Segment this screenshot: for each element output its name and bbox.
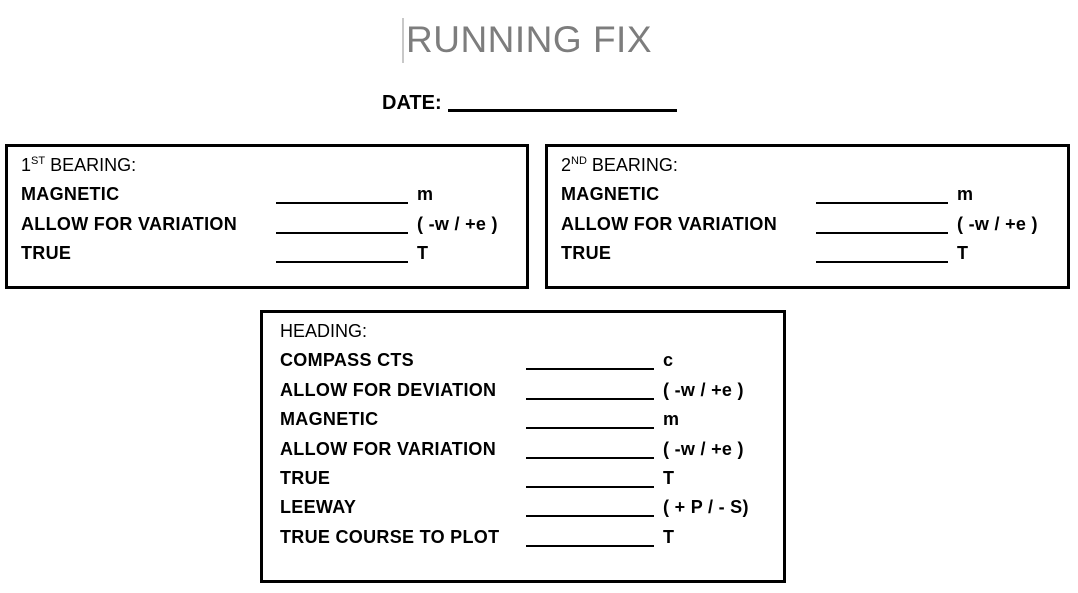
blank-line[interactable] (816, 261, 948, 264)
unit-suffix: T (417, 243, 429, 264)
field-label: MAGNETIC (21, 184, 120, 205)
unit-suffix: ( -w / +e ) (957, 213, 1038, 234)
field-label: MAGNETIC (280, 409, 379, 430)
field-row: ALLOW FOR VARIATION ( -w / +e ) (561, 210, 1067, 239)
field-row: LEEWAY ( + P / - S) (280, 493, 783, 522)
field-row: ALLOW FOR VARIATION ( -w / +e ) (280, 435, 783, 464)
field-row: MAGNETIC m (280, 405, 783, 434)
date-line: DATE: (382, 92, 677, 115)
unit-suffix: ( -w / +e ) (417, 213, 498, 234)
date-label: DATE: (382, 92, 442, 114)
field-label: COMPASS CTS (280, 350, 414, 371)
blank-line[interactable] (276, 202, 408, 205)
blank-line[interactable] (526, 368, 654, 371)
unit-suffix: ( -w / +e ) (663, 379, 744, 400)
field-label: LEEWAY (280, 497, 357, 518)
heading-box: HEADING: COMPASS CTS c ALLOW FOR DEVIATI… (260, 310, 786, 583)
field-row: COMPASS CTS c (280, 346, 783, 375)
unit-suffix: m (957, 184, 974, 205)
blank-line[interactable] (816, 202, 948, 205)
box-title-text: BEARING: (586, 155, 678, 175)
field-label: ALLOW FOR VARIATION (21, 213, 238, 234)
unit-suffix: ( -w / +e ) (663, 438, 744, 459)
text-cursor (402, 18, 404, 63)
box-title-ordinal: ST (31, 155, 46, 167)
field-row: TRUE T (280, 464, 783, 493)
second-bearing-box-title: 2ND BEARING: (561, 151, 1067, 180)
blank-line[interactable] (526, 427, 654, 430)
blank-line[interactable] (526, 397, 654, 400)
field-row: MAGNETIC m (561, 180, 1067, 209)
blank-line[interactable] (526, 544, 654, 547)
blank-line[interactable] (276, 261, 408, 264)
unit-suffix: m (417, 184, 434, 205)
field-label: TRUE COURSE TO PLOT (280, 526, 500, 547)
field-label: MAGNETIC (561, 184, 660, 205)
unit-suffix: ( + P / - S) (663, 497, 749, 518)
field-label: ALLOW FOR VARIATION (280, 438, 497, 459)
unit-suffix: T (663, 526, 675, 547)
blank-line[interactable] (276, 231, 408, 234)
second-bearing-box: 2ND BEARING: MAGNETIC m ALLOW FOR VARIAT… (545, 144, 1070, 289)
unit-suffix: m (663, 409, 680, 430)
box-title-number: 1 (21, 155, 32, 175)
date-blank-line[interactable] (447, 109, 677, 112)
field-row: ALLOW FOR DEVIATION ( -w / +e ) (280, 376, 783, 405)
field-row: TRUE T (21, 239, 526, 268)
field-row: TRUE COURSE TO PLOT T (280, 523, 783, 552)
blank-line[interactable] (526, 485, 654, 488)
field-label: ALLOW FOR DEVIATION (280, 379, 497, 400)
document-title: RUNNING FIX (406, 19, 652, 60)
unit-suffix: T (957, 243, 969, 264)
field-label: ALLOW FOR VARIATION (561, 213, 778, 234)
blank-line[interactable] (526, 515, 654, 518)
first-bearing-box-title: 1ST BEARING: (21, 151, 526, 180)
field-row: TRUE T (561, 239, 1067, 268)
box-title-ordinal: ND (571, 155, 587, 167)
box-title-text: HEADING: (280, 321, 368, 341)
field-label: TRUE (280, 467, 331, 488)
unit-suffix: T (663, 467, 675, 488)
first-bearing-box: 1ST BEARING: MAGNETIC m ALLOW FOR VARIAT… (5, 144, 529, 289)
box-title-number: 2 (561, 155, 572, 175)
field-label: TRUE (561, 243, 612, 264)
field-row: ALLOW FOR VARIATION ( -w / +e ) (21, 210, 526, 239)
field-row: MAGNETIC m (21, 180, 526, 209)
blank-line[interactable] (816, 231, 948, 234)
blank-line[interactable] (526, 456, 654, 459)
heading-box-title: HEADING: (280, 317, 783, 346)
field-label: TRUE (21, 243, 72, 264)
box-title-text: BEARING: (45, 155, 137, 175)
unit-suffix: c (663, 350, 674, 371)
